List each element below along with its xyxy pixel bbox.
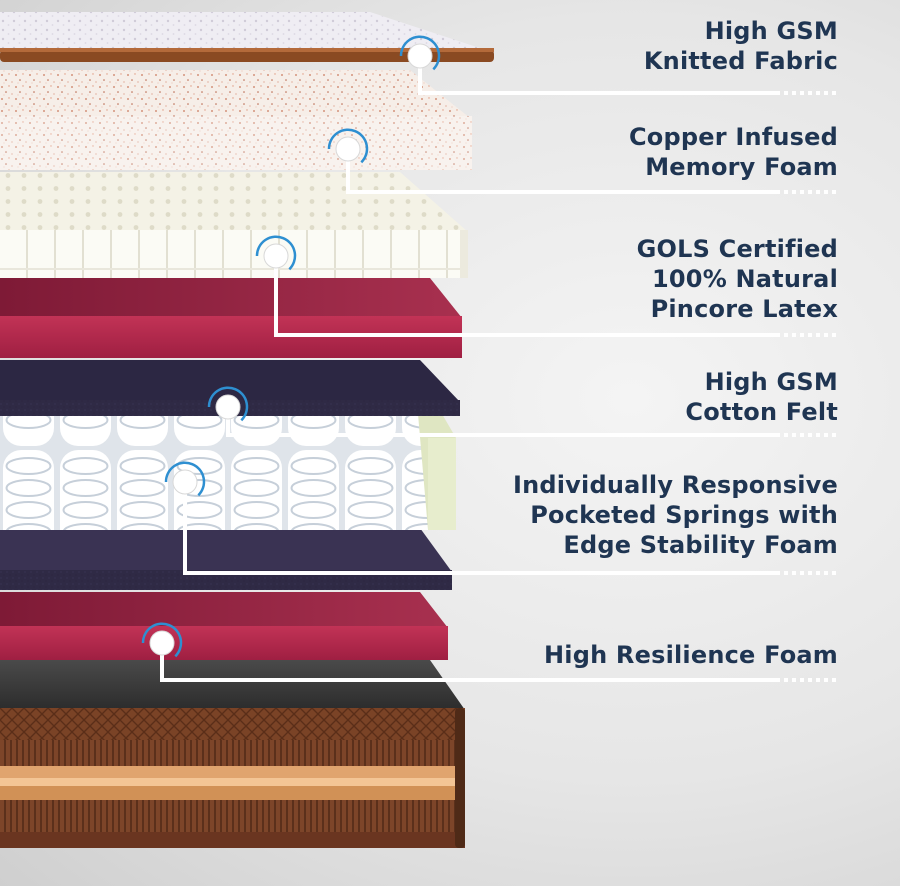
red-foam-layer [0, 278, 462, 358]
label-hr-foam: High Resilience Foam [544, 640, 838, 670]
label-line: Copper Infused [628, 123, 838, 151]
latex-layer [0, 172, 468, 278]
marker-dot-icon [149, 630, 175, 656]
label-memory-foam: Copper Infused Memory Foam [629, 122, 838, 182]
label-latex: GOLS Certified 100% Natural Pincore Late… [637, 234, 838, 324]
label-line: Pocketed Springs with [530, 501, 838, 529]
top-felt-layer [0, 360, 460, 416]
callout-lines [141, 35, 838, 682]
marker-ring-icon [327, 128, 369, 164]
marker-ring-icon [255, 235, 297, 271]
label-line: High GSM [704, 17, 838, 45]
marker-dot-icon [335, 136, 361, 162]
pocketed-springs-layer [0, 414, 456, 530]
label-line: High GSM [704, 368, 838, 396]
label-pocketed-springs: Individually Responsive Pocketed Springs… [513, 470, 838, 560]
label-line: High Resilience Foam [544, 641, 838, 669]
leader-line [183, 482, 780, 575]
label-line: GOLS Certified [636, 235, 838, 263]
knitted-fabric-layer [0, 12, 494, 62]
label-line: Cotton Felt [685, 398, 838, 426]
marker-dot-icon [172, 469, 198, 495]
base-layer [0, 660, 465, 848]
label-knitted-fabric: High GSM Knitted Fabric [644, 16, 838, 76]
bottom-felt-layer [0, 528, 452, 590]
label-cotton-felt: High GSM Cotton Felt [685, 367, 838, 427]
label-line: Edge Stability Foam [563, 531, 838, 559]
marker-dot-icon [215, 394, 241, 420]
leader-line [274, 256, 780, 337]
memory-foam-layer [0, 70, 472, 170]
label-line: Knitted Fabric [643, 47, 838, 75]
label-line: Memory Foam [645, 153, 838, 181]
marker-ring-icon [399, 35, 441, 71]
marker-ring-icon [141, 622, 183, 658]
marker-ring-icon [164, 461, 206, 497]
label-line: Individually Responsive [512, 471, 838, 499]
label-line: Pincore Latex [650, 295, 838, 323]
marker-dot-icon [263, 243, 289, 269]
hr-foam-layer [0, 592, 448, 660]
label-line: 100% Natural [652, 265, 838, 293]
leader-line [346, 149, 780, 194]
marker-dot-icon [407, 43, 433, 69]
marker-ring-icon [207, 386, 249, 422]
